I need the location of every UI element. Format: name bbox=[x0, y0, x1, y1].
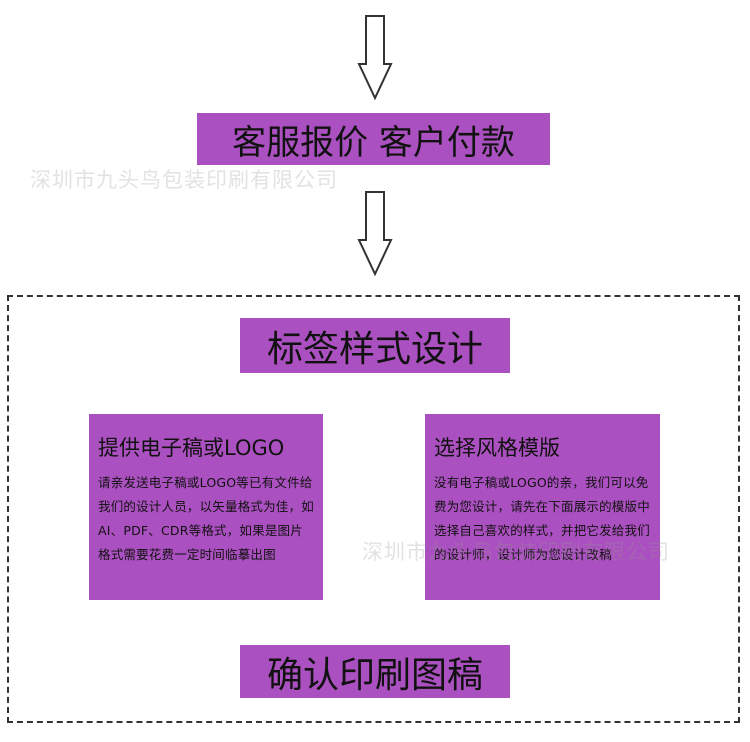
card-title: 选择风格模版 bbox=[434, 436, 560, 460]
down-arrow-icon bbox=[357, 191, 393, 276]
card-body: 请亲发送电子稿或LOGO等已有文件给我们的设计人员，以矢量格式为佳，如AI、PD… bbox=[98, 475, 314, 562]
confirm-proof-step: 确认印刷图稿 bbox=[240, 645, 510, 698]
label-design-step: 标签样式设计 bbox=[240, 318, 510, 373]
down-arrow-icon bbox=[357, 15, 393, 100]
quote-payment-step: 客服报价 客户付款 bbox=[197, 113, 550, 165]
card-body: 没有电子稿或LOGO的亲，我们可以免费为您设计，请先在下面展示的模版中选择自己喜… bbox=[434, 475, 650, 562]
design-section-frame bbox=[7, 295, 740, 723]
card-title: 提供电子稿或LOGO bbox=[98, 436, 285, 460]
choose-template-card: 选择风格模版 没有电子稿或LOGO的亲，我们可以免费为您设计，请先在下面展示的模… bbox=[425, 414, 660, 600]
provide-artwork-card: 提供电子稿或LOGO 请亲发送电子稿或LOGO等已有文件给我们的设计人员，以矢量… bbox=[89, 414, 323, 600]
watermark-text: 深圳市九头鸟包装印刷有限公司 bbox=[30, 168, 338, 192]
